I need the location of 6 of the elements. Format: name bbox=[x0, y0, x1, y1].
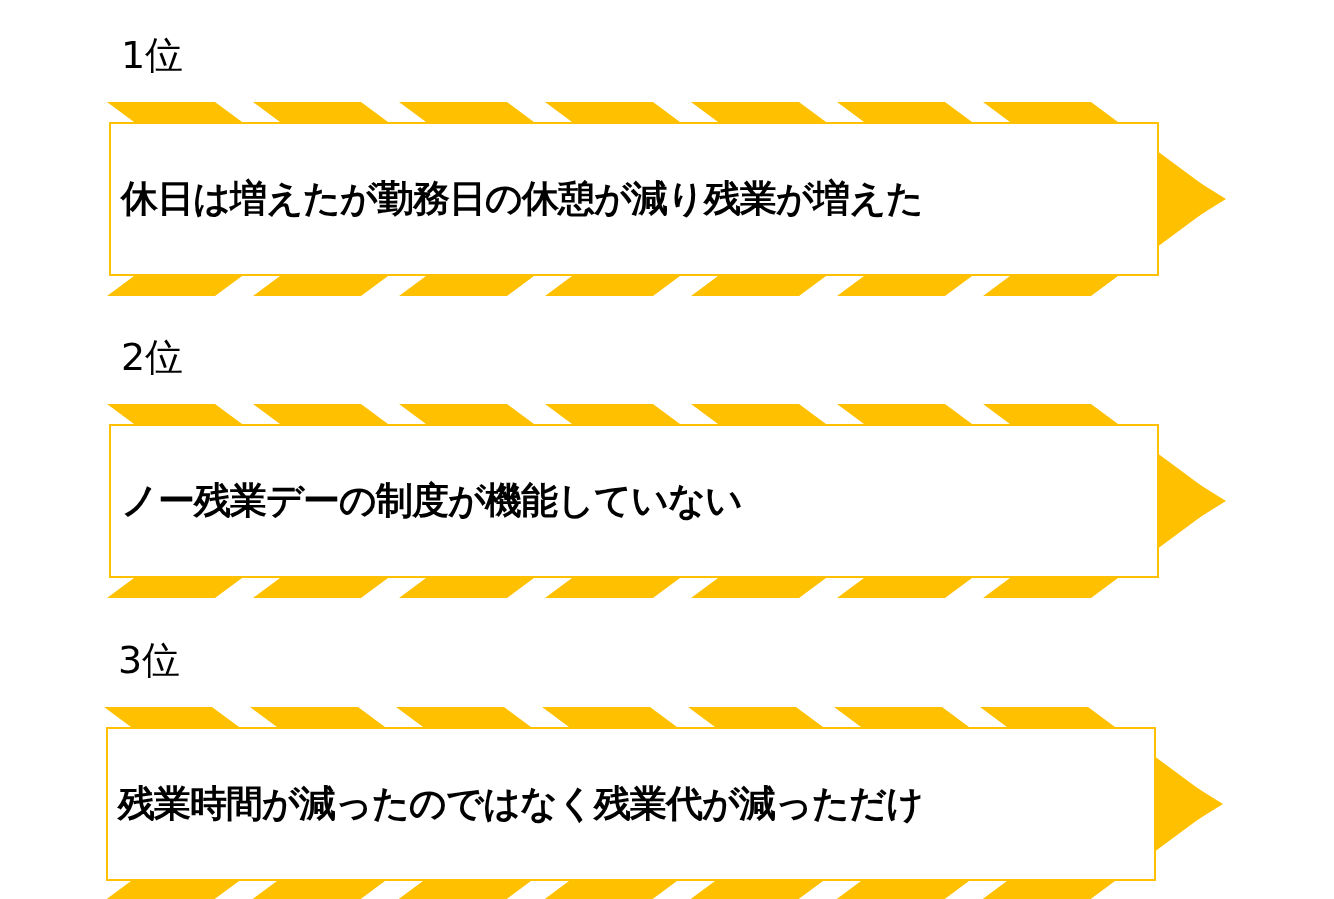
ranking-text: 残業時間が減ったのではなく残業代が減っただけ bbox=[116, 781, 923, 827]
rank-label: 2位 bbox=[121, 334, 184, 380]
ranking-text: ノー残業デーの制度が機能していない bbox=[120, 478, 742, 524]
ranking-text: 休日は増えたが勤務日の休憩が減り残業が増えた bbox=[119, 176, 923, 222]
rank-label: 3位 bbox=[118, 637, 181, 683]
rank-label: 1位 bbox=[121, 32, 184, 78]
